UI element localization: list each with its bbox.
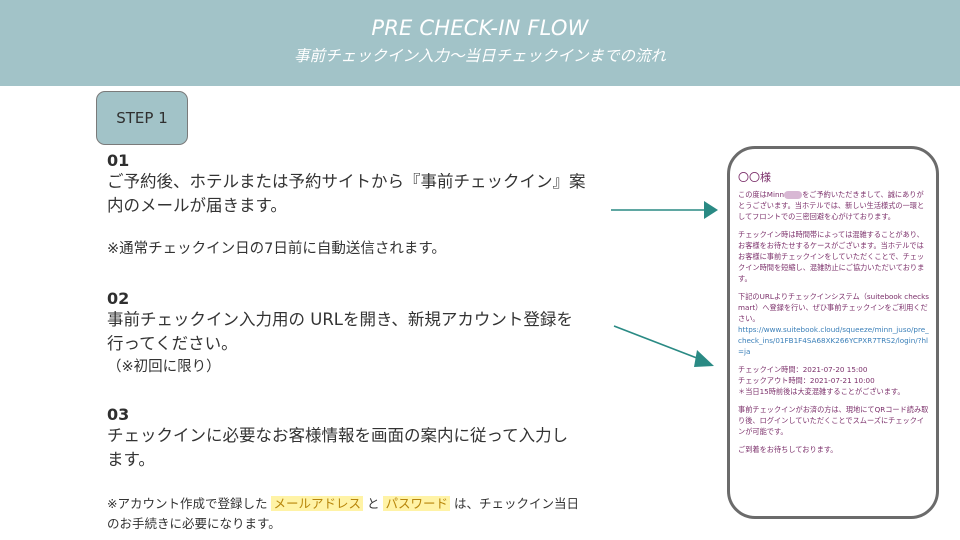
footnote: ※アカウント作成で登録した メールアドレス と パスワード は、チェックイン当日… — [107, 494, 627, 534]
checkin-url-link[interactable]: https://www.suitebook.cloud/squeeze/minn… — [738, 325, 929, 356]
step-03: 03 チェックインに必要なお客様情報を画面の案内に従って入力し ます。 — [107, 405, 568, 472]
email-times: チェックイン時間：2021-07-20 15:00 チェックアウト時間：2021… — [738, 364, 930, 397]
email-text: をご予約いただきまして、誠にありがとうございます。当ホテルでは、新しい生活様式の… — [738, 190, 925, 221]
step-text-line1: チェックインに必要なお客様情報を画面の案内に従って入力し — [107, 426, 569, 445]
footnote-prefix: ※アカウント作成で登録した — [107, 496, 268, 511]
email-paragraph-5: 事前チェックインがお済の方は、現地にてQRコード読み取り後、ログインしていただく… — [738, 405, 929, 436]
redacted-name — [784, 191, 803, 199]
highlight-email: メールアドレス — [271, 496, 363, 511]
highlight-password: パスワード — [383, 496, 450, 511]
step-number: 02 — [107, 289, 130, 308]
header-banner: PRE CHECK-IN FLOW 事前チェックイン入力〜当日チェックインまでの… — [0, 0, 960, 86]
step-01: 01 ご予約後、ホテルまたは予約サイトから『事前チェックイン』案 内のメールが届… — [107, 151, 586, 260]
step-text-line1: ご予約後、ホテルまたは予約サイトから『事前チェックイン』案 — [107, 172, 586, 191]
footnote-suffix: は、チェックイン当日 — [453, 496, 579, 511]
step-02: 02 事前チェックイン入力用の URLを開き、新規アカウント登録を 行ってくださ… — [107, 289, 573, 378]
footnote-mid: と — [366, 496, 380, 511]
footnote-line2: のお手続きに必要になります。 — [107, 516, 281, 531]
step-note: （※初回に限り） — [107, 359, 221, 375]
step-number: 03 — [107, 405, 130, 424]
email-paragraph-3: 下記のURLよりチェックインシステム（suitebook checksmart）… — [738, 291, 930, 357]
email-text: この度はMinn — [738, 190, 785, 199]
step-text-line2: 内のメールが届きます。 — [107, 196, 287, 215]
email-greeting: 〇〇様 — [738, 171, 771, 184]
step-note: ※通常チェックイン日の7日前に自動送信されます。 — [107, 241, 446, 257]
step-number: 01 — [107, 151, 130, 170]
step-badge: STEP 1 — [96, 91, 188, 145]
step-text-line1: 事前チェックイン入力用の URLを開き、新規アカウント登録を — [107, 310, 573, 329]
arrow-right-icon — [611, 201, 718, 219]
page-subtitle: 事前チェックイン入力〜当日チェックインまでの流れ — [293, 47, 666, 65]
arrow-diagonal-icon — [613, 325, 714, 367]
email-text: 下記のURLよりチェックインシステム（suitebook checksmart）… — [738, 292, 930, 323]
checkout-time: チェックアウト時間：2021-07-21 10:00 — [738, 376, 875, 385]
footnote-line1: ※アカウント作成で登録した メールアドレス と パスワード は、チェックイン当日 — [107, 494, 627, 514]
email-paragraph-2: チェックイン時は時間帯によっては混雑することがあり、お客様をお待たせするケースが… — [738, 230, 925, 283]
step-text-line2: ます。 — [107, 450, 155, 469]
checkin-time: チェックイン時間：2021-07-20 15:00 — [738, 365, 868, 374]
email-closing: ご到着をお待ちしております。 — [738, 445, 838, 454]
crowd-note: ＊当日15時前後は大変混雑することがございます。 — [738, 387, 905, 396]
step-text-line2: 行ってください。 — [107, 334, 238, 353]
page-title: PRE CHECK-IN FLOW — [371, 16, 589, 40]
